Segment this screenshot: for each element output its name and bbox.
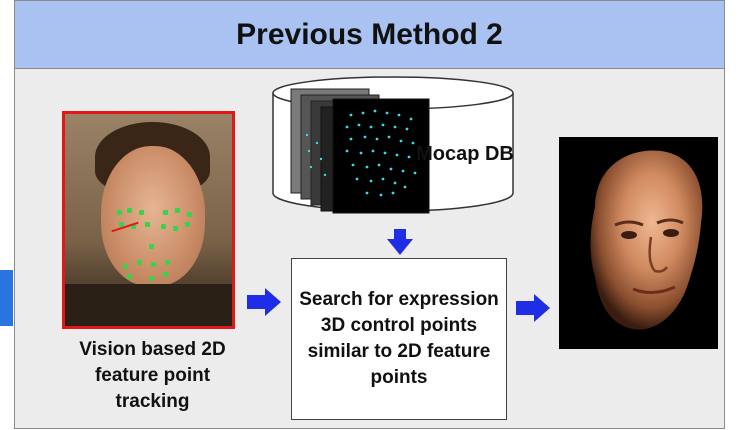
feature-marker [187, 212, 192, 217]
feature-marker [131, 224, 136, 229]
feature-marker [119, 222, 124, 227]
slide-title: Previous Method 2 [236, 17, 503, 51]
feature-marker [165, 260, 170, 265]
mocap-db-label: Mocap DB [416, 143, 514, 165]
search-process-text: Search for expression 3D control points … [299, 289, 499, 388]
arrow-right-icon [516, 294, 550, 322]
feature-marker [151, 262, 156, 267]
feature-marker [139, 210, 144, 215]
feature-marker [127, 208, 132, 213]
feature-marker [123, 264, 128, 269]
feature-marker [161, 224, 166, 229]
tracking-caption: Vision based 2D feature point tracking [79, 339, 226, 412]
feature-marker [149, 276, 154, 281]
tracking-photo [62, 111, 235, 329]
avatar-head-image [590, 150, 703, 330]
feature-marker [163, 210, 168, 215]
feature-marker [149, 244, 154, 249]
feature-marker [175, 208, 180, 213]
feature-marker [145, 222, 150, 227]
avatar-render [559, 137, 718, 349]
arrow-down-icon [387, 229, 413, 255]
feature-marker [163, 272, 168, 277]
feature-marker [127, 274, 132, 279]
feature-marker [137, 260, 142, 265]
feature-marker [185, 222, 190, 227]
photo-shirt [65, 284, 232, 326]
slide-panel: Previous Method 2 Vision based 2D featur… [14, 0, 725, 429]
mocap-database [271, 75, 515, 215]
side-tab [0, 270, 13, 326]
feature-marker [173, 226, 178, 231]
search-process-box: Search for expression 3D control points … [291, 258, 507, 420]
database-cylinder-icon [272, 76, 514, 214]
arrow-right-icon [247, 288, 281, 316]
title-bar: Previous Method 2 [15, 1, 724, 69]
feature-marker [117, 210, 122, 215]
